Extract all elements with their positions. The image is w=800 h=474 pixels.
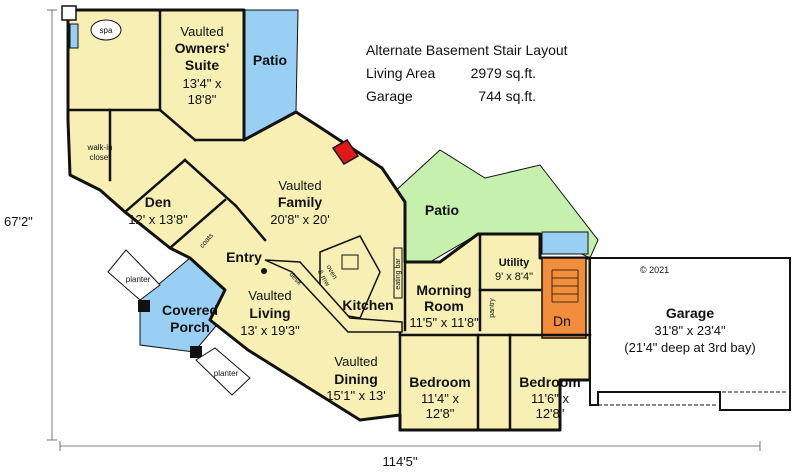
living-area-label: Living Area [366,65,435,81]
kitchen-label: Kitchen [342,297,393,313]
porch-column-2 [190,346,202,358]
owners-suite-l2: Owners' [175,40,230,56]
closet-l1: walk-in [87,143,113,152]
copyright: © 2021 [640,265,669,275]
owners-suite-l3: Suite [185,57,219,73]
garage-area-value: 744 sq.ft. [478,88,536,104]
garage-l2: 31'8" x 23'4" [654,323,726,338]
planter-top-label: planter [126,275,151,284]
den-l1: Den [145,194,171,210]
eating-bar-label: eating bar [395,258,402,290]
porch-l1: Covered [162,302,218,318]
width-dimension: 114'5" [382,454,417,469]
cooktop [341,254,359,270]
patio-main-label: Patio [425,202,459,218]
dimension-lines [47,9,761,451]
owners-suite-l1: Vaulted [180,24,223,39]
spa-label: spa [100,26,113,35]
planter-bottom [195,347,251,396]
patio-small [541,231,589,255]
stair-treads [551,269,579,303]
pantry-label: pantry [489,298,496,318]
planter-bottom-label: planter [214,369,239,378]
family-l1: Vaulted [278,178,321,193]
house-floor [66,8,592,432]
family-l3: 20'8" x 20' [270,212,329,227]
living-area-value: 2979 sq.ft. [471,65,536,81]
morning-l2: Room [424,298,464,314]
garage-l1: Garage [666,305,714,321]
living-l3: 13' x 19'3" [240,323,300,338]
utility-l2: 9' x 8'4" [495,271,533,283]
kitchen-counter [264,259,403,333]
dining-l3: 15'1" x 13' [326,388,385,403]
entry-column [261,268,267,274]
bedroom2-l3: 12'8" [536,406,565,421]
garage-area-label: Garage [366,88,413,104]
porch-column [138,300,150,312]
family-l2: Family [278,194,323,210]
bath-window [69,23,79,49]
utility-l1: Utility [499,257,530,269]
bedroom1-l1: Bedroom [409,374,470,390]
living-l1: Vaulted [248,288,291,303]
living-l2: Living [249,305,290,321]
bedroom2-l1: Bedroom [519,374,580,390]
owners-suite-l5: 18'8" [188,92,217,107]
corner-window [61,5,77,21]
dining-l1: Vaulted [334,354,377,369]
owners-suite-l4: 13'4" x [183,76,222,91]
entry-label: Entry [226,249,262,265]
garage-floor [589,257,791,411]
morning-l1: Morning [416,282,471,298]
interior-walls [68,8,592,432]
closet-l2: closet [90,153,112,162]
porch-l2: Porch [170,319,210,335]
eating-bar [393,247,403,299]
bedroom1-l3: 12'8" [426,406,455,421]
planter-top [107,249,161,301]
bedroom2-l2: 11'6" x [531,391,569,406]
patio-top-label: Patio [253,52,287,68]
stair-dn-label: Dn [553,313,571,329]
bedroom1-l2: 11'4" x [421,391,459,406]
morning-l3: 11'5" x 11'8" [409,315,479,330]
depth-dimension: 67'2" [4,214,33,229]
fireplace [331,139,360,165]
dining-l2: Dining [334,371,378,387]
stair-down [541,257,587,339]
plan-title: Alternate Basement Stair Layout [366,42,568,58]
garage-l3: (21'4" deep at 3rd bay) [624,340,755,355]
den-l2: 12' x 13'8" [128,212,188,227]
spa-tub [90,19,122,41]
